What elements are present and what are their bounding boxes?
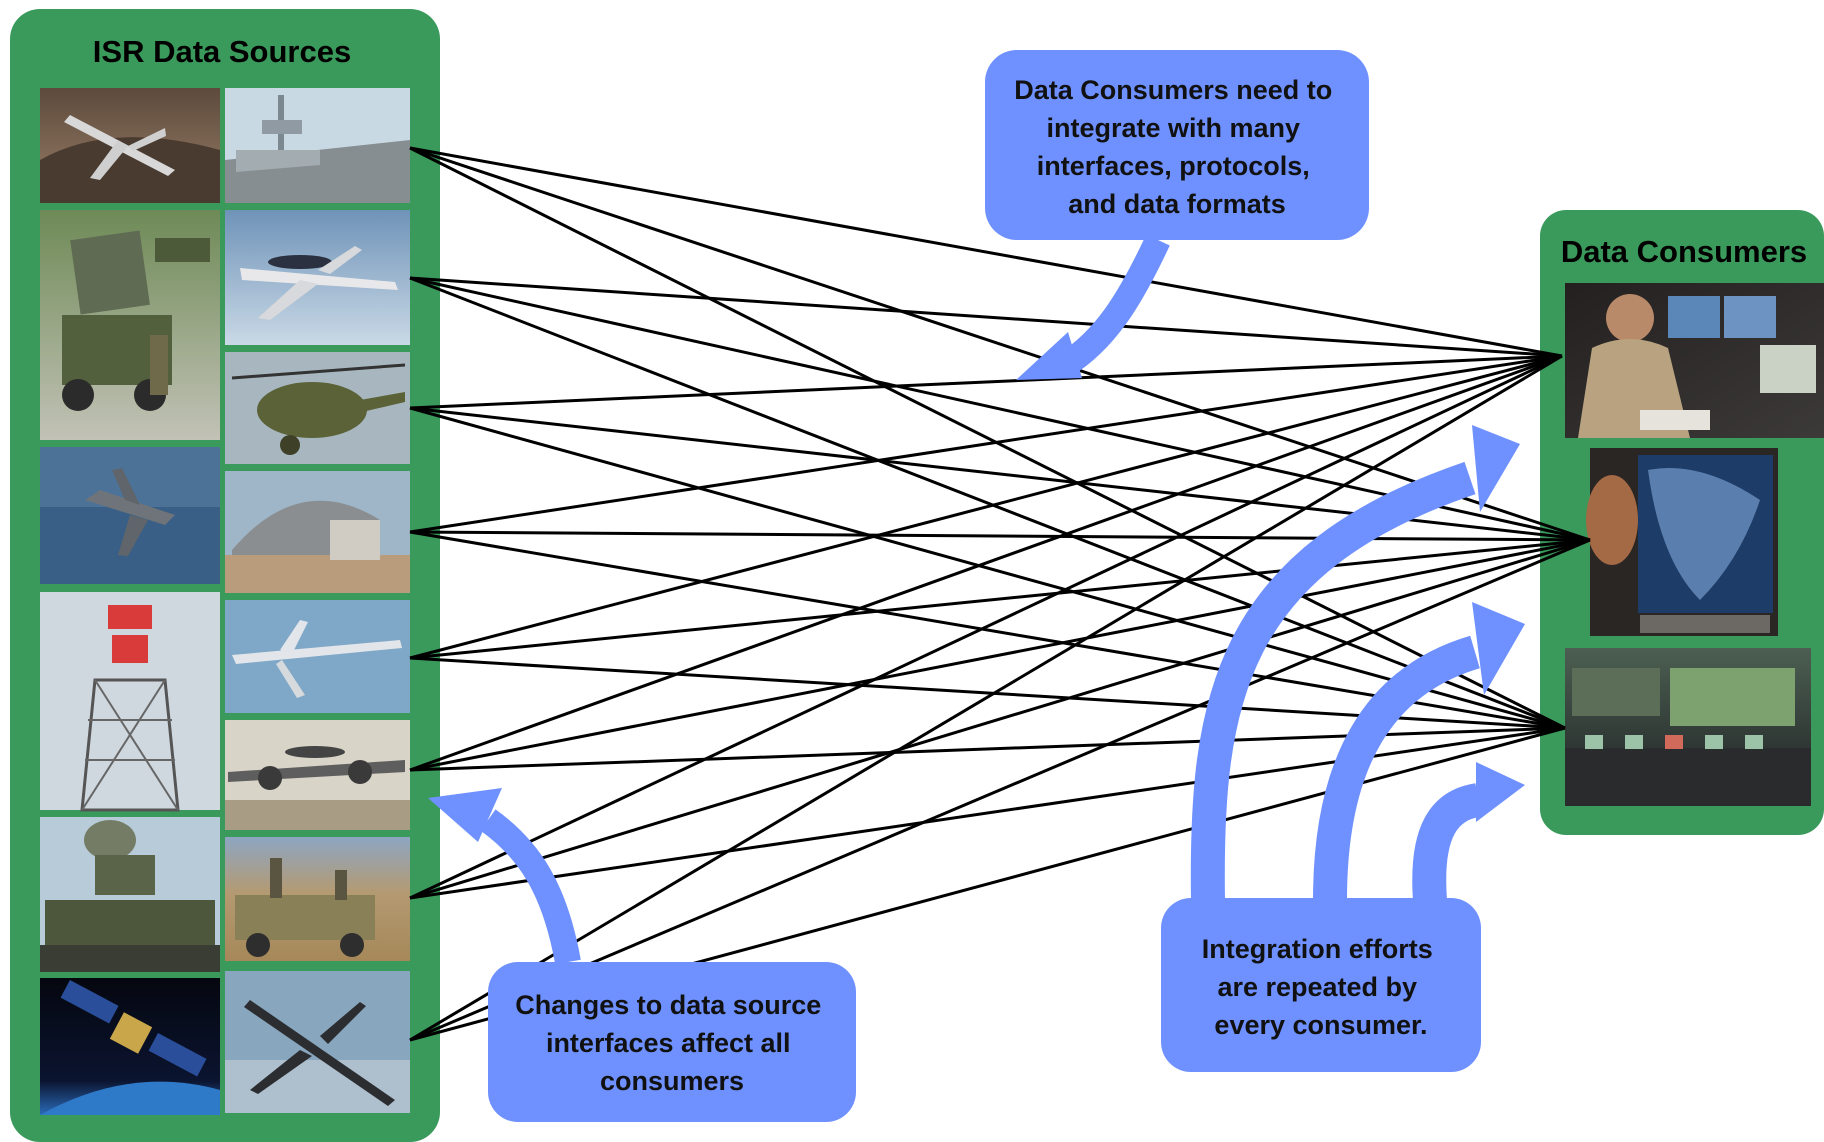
- radar-scope-operator-photo: [1586, 448, 1778, 636]
- connection-line-source5-consumer2: [409, 538, 1591, 660]
- sources-panel-title: ISR Data Sources: [93, 34, 351, 69]
- consumer3-integration-arrow: [1412, 783, 1482, 902]
- svg-text:Data Consumers need to i: Data Consumers need to integrate with ma…: [1014, 75, 1340, 219]
- connection-line-source8-consumer2: [409, 538, 1591, 1042]
- bottom-left-callout-box: [488, 962, 856, 1122]
- connection-line-source4-consumer2: [409, 530, 1591, 542]
- navy-ship-photo: [225, 88, 410, 203]
- svg-text:Integration efforts are: Integration efforts are repeated by ever…: [1202, 934, 1441, 1040]
- consumer3-integration-arrowhead: [1476, 762, 1525, 822]
- bottom-left-callout: Changes to data source interfaces affect…: [488, 962, 856, 1122]
- bottom-right-callout-line-2: are repeated by: [1217, 972, 1417, 1002]
- blue-arrows: [428, 234, 1525, 965]
- bottom-left-callout-line-2: interfaces affect all: [546, 1028, 791, 1058]
- operator-at-workstation-photo: [1565, 283, 1824, 438]
- top-callout-line-1: Data Consumers need to: [1014, 75, 1332, 105]
- bottom-right-callout-box: [1161, 898, 1481, 1072]
- f22-fighter-photo: [40, 447, 220, 584]
- bottom-right-callout-line-1: Integration efforts: [1202, 934, 1433, 964]
- connection-line-source7-consumer1: [409, 354, 1563, 900]
- mobile-radar-unit-photo: [40, 210, 220, 440]
- bottom-right-callout: Integration efforts are repeated by ever…: [1161, 898, 1481, 1072]
- consumer1-integration-arrowhead: [1472, 425, 1520, 512]
- consumer1-integration-arrow: [1190, 461, 1476, 901]
- top-callout-arrow: [1057, 234, 1170, 377]
- awacs-aircraft-photo: [225, 210, 410, 345]
- helicopter-photo: [225, 352, 410, 464]
- sources-panel: ISR Data Sources: [10, 9, 440, 1142]
- rc135-aircraft-photo: [40, 88, 220, 203]
- connection-line-source4-consumer1: [409, 354, 1563, 534]
- connection-line-source4-consumer3: [409, 530, 1566, 730]
- bottom-left-callout-line-1: Changes to data source: [515, 990, 821, 1020]
- bottom-left-callout-arrowhead: [428, 788, 502, 842]
- e2-hawkeye-aircraft-photo: [225, 720, 410, 830]
- connection-line-source1-consumer1: [409, 146, 1563, 358]
- bottom-left-callout-line-3: consumers: [600, 1066, 744, 1096]
- connection-line-source8-consumer1: [409, 354, 1563, 1042]
- field-shelter-photo: [225, 471, 410, 593]
- tracked-radar-vehicle-photo: [40, 817, 220, 972]
- connection-line-source2-consumer3: [409, 276, 1566, 730]
- satellite-photo: [40, 978, 220, 1115]
- humvee-antenna-photo: [225, 837, 410, 961]
- consumers-panel: Data Consumers: [1540, 210, 1824, 835]
- top-callout-line-4: and data formats: [1068, 189, 1286, 219]
- connection-line-source7-consumer3: [409, 726, 1566, 900]
- connection-line-source6-consumer2: [409, 538, 1591, 772]
- connection-line-source1-consumer2: [409, 146, 1591, 542]
- connection-line-source2-consumer1: [409, 276, 1563, 358]
- consumer2-integration-arrow: [1313, 635, 1481, 901]
- consumer2-integration-arrowhead: [1472, 602, 1525, 695]
- bottom-right-callout-line-3: every consumer.: [1214, 1010, 1427, 1040]
- top-callout-arrowhead: [1016, 332, 1082, 380]
- top-callout-box: [985, 50, 1369, 240]
- connection-line-source5-consumer1: [409, 354, 1563, 660]
- top-callout-line-2: integrate with many: [1046, 113, 1300, 143]
- connection-line-source3-consumer3: [409, 406, 1566, 730]
- connection-line-source3-consumer1: [409, 354, 1563, 410]
- predator-drone-photo: [225, 600, 410, 713]
- operations-center-photo: [1565, 648, 1811, 806]
- connection-line-source7-consumer2: [409, 538, 1591, 900]
- connection-line-source6-consumer3: [409, 726, 1566, 772]
- bottom-left-callout-arrow: [480, 809, 581, 965]
- top-callout: Data Consumers need to integrate with ma…: [985, 50, 1369, 240]
- connection-line-source6-consumer1: [409, 354, 1563, 772]
- svg-text:Changes to data source i: Changes to data source interfaces affect…: [515, 990, 829, 1096]
- top-callout-line-3: interfaces, protocols,: [1037, 151, 1310, 181]
- connection-line-source3-consumer2: [409, 406, 1591, 542]
- consumers-panel-title: Data Consumers: [1561, 234, 1807, 269]
- radar-tower-photo: [40, 592, 220, 812]
- u2-aircraft-photo: [225, 971, 410, 1113]
